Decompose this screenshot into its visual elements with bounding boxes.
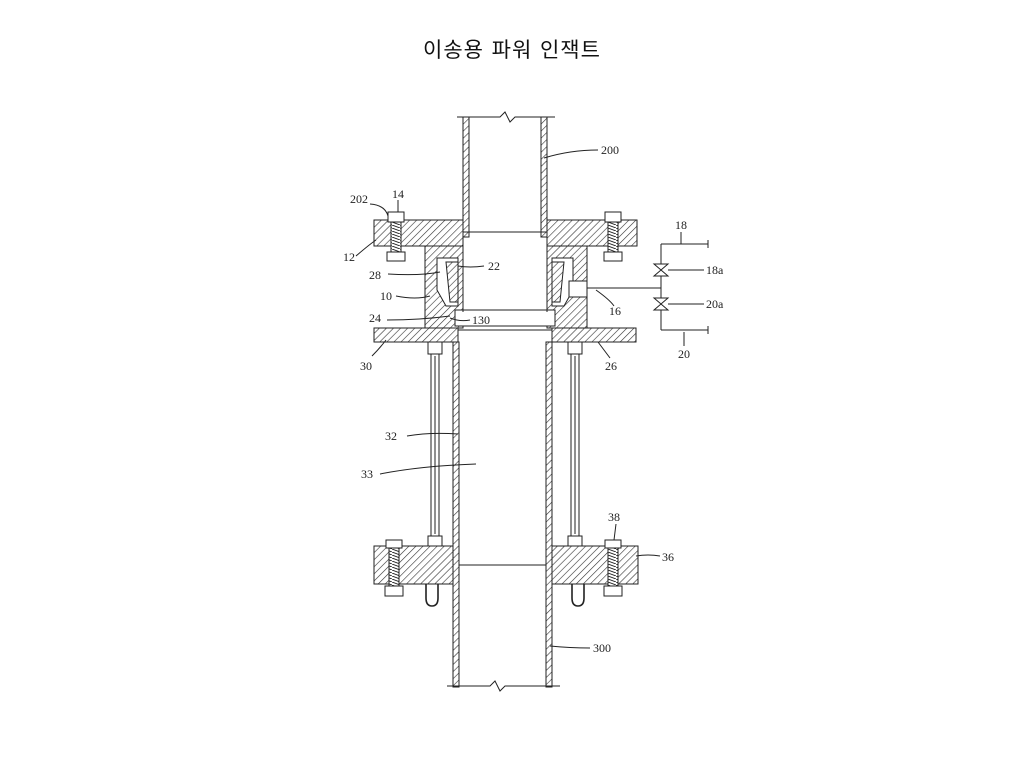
label-33: 33 — [361, 467, 373, 481]
valve-20a — [652, 297, 670, 311]
housing-body — [424, 232, 588, 329]
label-10: 10 — [380, 289, 392, 303]
label-30: 30 — [360, 359, 372, 373]
u-clip-right — [571, 584, 585, 607]
label-20: 20 — [678, 347, 690, 361]
bottom-flange-bolt-left — [384, 539, 404, 597]
lower-pipe — [447, 341, 560, 692]
top-flange — [373, 219, 638, 247]
label-12: 12 — [343, 250, 355, 264]
label-26: 26 — [605, 359, 617, 373]
tie-rod-left — [427, 341, 443, 547]
valve-18a — [652, 263, 670, 277]
label-24: 24 — [369, 311, 381, 325]
bottom-flange — [373, 545, 639, 585]
valve-lines — [587, 240, 709, 334]
bottom-flange-bolt-right — [603, 539, 623, 597]
label-300: 300 — [593, 641, 611, 655]
label-22: 22 — [488, 259, 500, 273]
label-20a: 20a — [706, 297, 724, 311]
label-38: 38 — [608, 510, 620, 524]
label-200: 200 — [601, 143, 619, 157]
top-flange-bolt-right — [603, 211, 623, 262]
label-32: 32 — [385, 429, 397, 443]
tie-rod-right — [567, 341, 583, 547]
top-flange-bolt-left — [386, 211, 406, 262]
label-14: 14 — [392, 187, 404, 201]
label-130: 130 — [472, 313, 490, 327]
label-202: 202 — [350, 192, 368, 206]
upper-pipe — [457, 111, 555, 238]
u-clip-left — [425, 584, 439, 607]
label-28: 28 — [369, 268, 381, 282]
label-16: 16 — [609, 304, 621, 318]
label-36: 36 — [662, 550, 674, 564]
page-title: 이송용 파워 인잭트 — [423, 38, 601, 62]
middle-flange — [373, 327, 637, 343]
leader-lines — [355, 149, 704, 649]
label-18a: 18a — [706, 263, 724, 277]
label-18: 18 — [675, 218, 687, 232]
